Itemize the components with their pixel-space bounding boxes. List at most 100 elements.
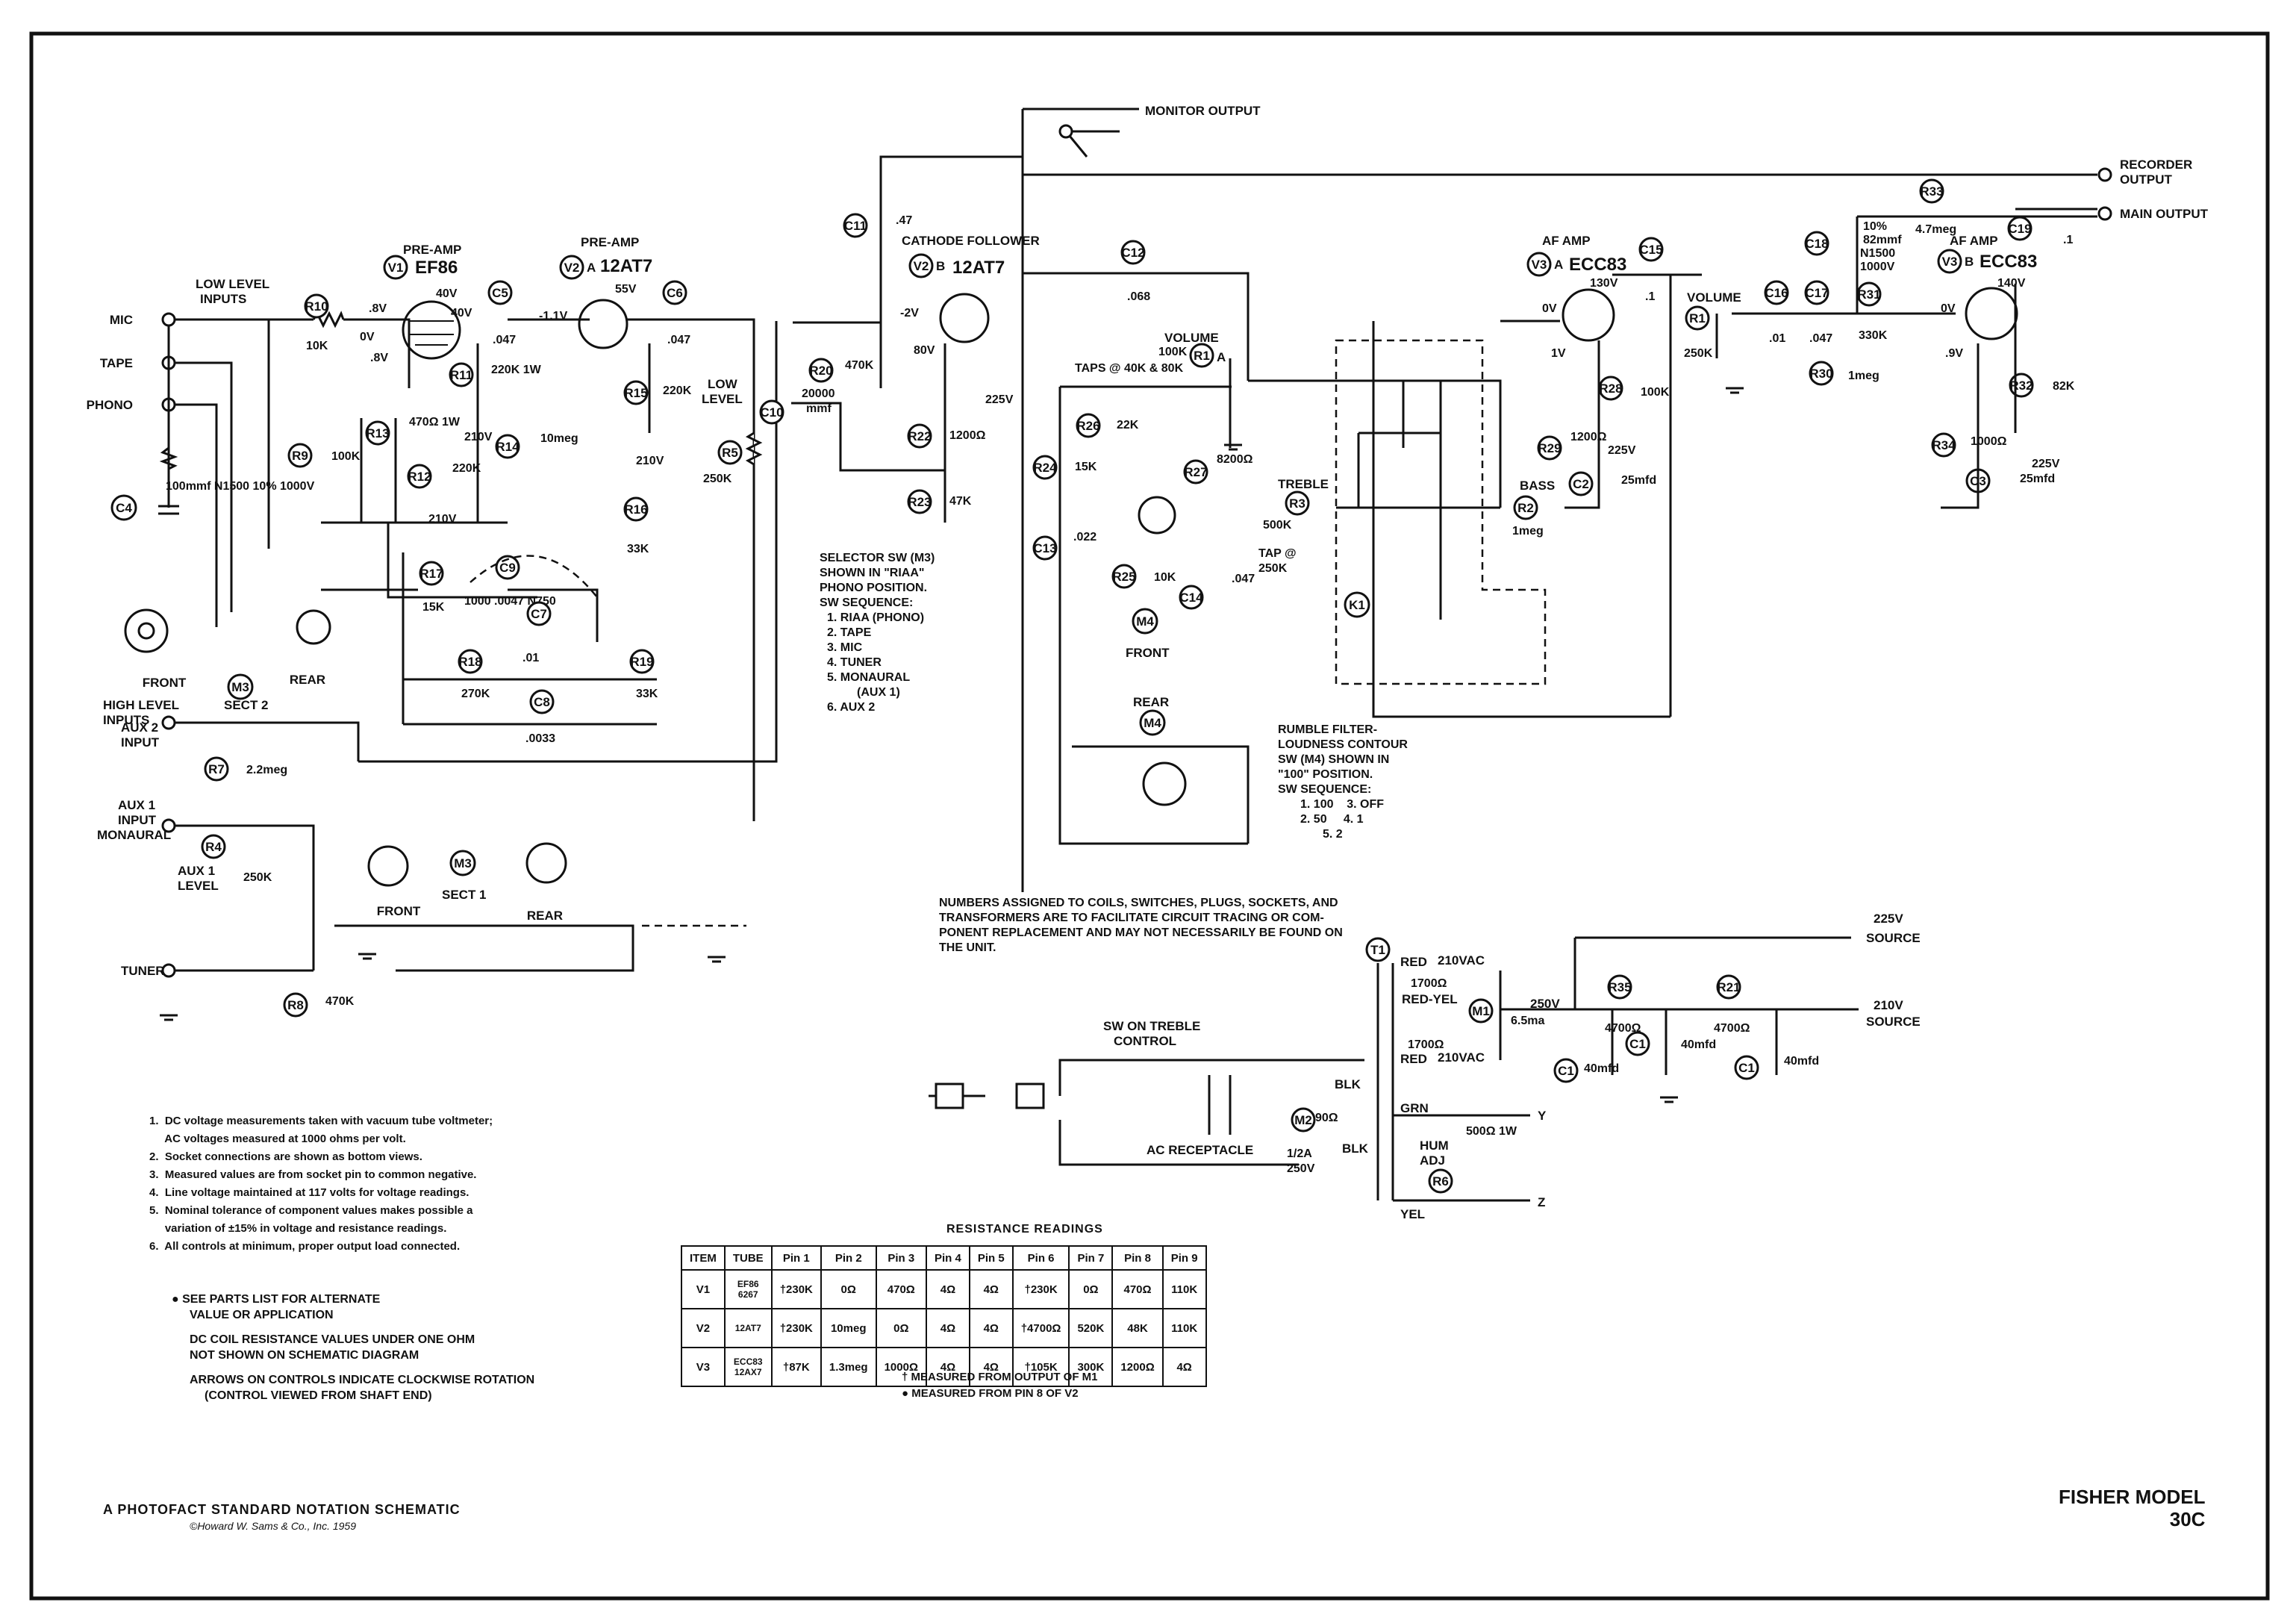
m3-sect1-wires	[334, 924, 634, 972]
r11-value: 220K 1W	[491, 364, 542, 376]
r90-label: 90Ω	[1315, 1112, 1338, 1124]
r6-ref[interactable]	[1428, 1168, 1453, 1194]
t1-core	[1376, 963, 1394, 1200]
m4-rear-rotor[interactable]	[1142, 761, 1187, 806]
table-cell: 1200Ω	[1111, 1347, 1164, 1387]
m4-front-rotor[interactable]	[1138, 496, 1176, 535]
hum-adj-2: ADJ	[1420, 1153, 1445, 1168]
mic-label: MIC	[110, 313, 133, 327]
bass-value: 1meg	[1512, 525, 1544, 538]
m4-rear-wires	[1072, 745, 1250, 844]
selector-note-line: 4. TUNER	[827, 656, 882, 669]
c18-value-2: 82mmf	[1863, 234, 1902, 246]
r20-value: 470K	[845, 359, 874, 372]
rumble-filter-note: RUMBLE FILTER- LOUDNESS CONTOUR SW (M4) …	[1278, 723, 1408, 842]
m3-rear-rotor[interactable]	[296, 609, 331, 645]
ground-marks	[160, 387, 1744, 1103]
note-line: 1. DC voltage measurements taken with va…	[149, 1115, 493, 1127]
monitor-wires	[1021, 108, 1139, 892]
m4-rear-ref-text: M4	[1144, 716, 1161, 730]
c4-value: 100mmf N1500 10% 1000V	[166, 480, 315, 493]
main-jack[interactable]	[2097, 206, 2112, 221]
low-level-word-2: LEVEL	[702, 392, 743, 406]
r24-ref	[1032, 455, 1058, 480]
table-cell: 4Ω	[926, 1308, 970, 1348]
r2-ref[interactable]	[1513, 495, 1538, 520]
caps-note-line: ● SEE PARTS LIST FOR ALTERNATE	[172, 1293, 381, 1306]
c1c-ref-text: C1	[1738, 1061, 1755, 1075]
r4-value: 250K	[243, 871, 272, 884]
note-line: 2. Socket connections are shown as botto…	[149, 1150, 422, 1163]
table-cell: 4Ω	[926, 1269, 970, 1309]
rumble-note-line: 1. 100 3. OFF	[1300, 798, 1385, 811]
r31-ref-text: R31	[1857, 287, 1880, 302]
aux1-level-1: AUX 1	[178, 864, 215, 878]
r5-pot[interactable]	[745, 432, 763, 466]
v2a-envelope	[578, 299, 628, 349]
v2b-envelope	[939, 293, 990, 343]
volume-a-value: 100K	[1158, 346, 1188, 358]
v2b-ref	[908, 253, 934, 278]
src225-2: SOURCE	[1866, 931, 1921, 945]
v1-zero: 0V	[360, 331, 375, 343]
r26-value: 22K	[1117, 419, 1139, 432]
v3a-plate-voltage: 130V	[1590, 277, 1618, 290]
r34-ref	[1931, 432, 1956, 458]
c6-ref-text: C6	[667, 286, 683, 300]
c15-ref-text: C15	[1639, 243, 1662, 257]
sw-on-treble-1: SW ON TREBLE	[1103, 1019, 1200, 1033]
m2-ref-text: M2	[1294, 1113, 1312, 1127]
c13-ref	[1032, 535, 1058, 561]
v2b-cathode-follower: C10 20000 mmf R20 470K C11 .47 CATHODE F…	[759, 155, 1040, 892]
monitor-output[interactable]: MONITOR OUTPUT	[1021, 104, 2097, 892]
r1-ref[interactable]	[1685, 305, 1710, 331]
r19-value: 33K	[636, 688, 658, 700]
r12-ref	[407, 464, 432, 489]
v3a-b-plus: 225V	[1608, 444, 1636, 457]
c19-value: .1	[2063, 234, 2073, 246]
r1a-ref[interactable]	[1189, 343, 1214, 368]
hum-adj-1: HUM	[1420, 1138, 1449, 1153]
monitor-jack[interactable]	[1058, 124, 1073, 139]
v3a-type: ECC83	[1569, 255, 1626, 275]
note-line: 3. Measured values are from socket pin t…	[149, 1168, 477, 1181]
c19-ref-text: C19	[2008, 222, 2031, 236]
v3b-ref-text: V3	[1942, 255, 1958, 269]
yel-label: YEL	[1400, 1207, 1425, 1221]
m3-sect2-switch[interactable]: FRONT M3 SECT 2 REAR	[124, 608, 331, 712]
c18-value-4: 1000V	[1860, 261, 1895, 273]
r1a-section: A	[1217, 350, 1226, 364]
table-cell: 4Ω	[1161, 1347, 1207, 1387]
m3-sect1-rear-rotor[interactable]	[525, 842, 567, 884]
model-title: FISHER MODEL 30C	[2059, 1486, 2205, 1530]
table-header: Pin 2	[820, 1245, 877, 1271]
c5-value: .047	[493, 334, 516, 346]
aux2-label-2: INPUT	[121, 735, 160, 750]
r1a-ref-text: R1	[1194, 349, 1210, 363]
r14-value: 10meg	[540, 432, 578, 445]
m3-sect1-switch[interactable]: FRONT M3 SECT 1 REAR	[334, 842, 746, 972]
ac-plug[interactable]	[935, 1082, 964, 1109]
v3b-ref	[1937, 249, 1962, 274]
red-yel-label: RED-YEL	[1402, 992, 1458, 1006]
v1-function: PRE-AMP	[403, 243, 461, 257]
src210-2: SOURCE	[1866, 1015, 1921, 1029]
table-header: Pin 3	[875, 1245, 928, 1271]
r3-ref[interactable]	[1285, 490, 1310, 516]
c18-ref-text: C18	[1805, 237, 1828, 251]
red-label: RED	[1400, 955, 1427, 969]
rumble-note-line: 5. 2	[1323, 828, 1343, 841]
recorder-jack[interactable]	[2097, 167, 2112, 182]
caps-note-line: NOT SHOWN ON SCHEMATIC DIAGRAM	[190, 1349, 419, 1362]
selector-note-line: SW SEQUENCE:	[820, 596, 914, 609]
m3-sect1-front-rotor[interactable]	[367, 845, 409, 887]
m2-ref	[1291, 1107, 1316, 1133]
low-level-control[interactable]: LOW LEVEL R5 250K	[702, 377, 763, 485]
m4-front-label: FRONT	[1126, 646, 1170, 660]
selector-note-line: 2. TAPE	[827, 626, 872, 639]
table-cell: 1000Ω	[875, 1347, 928, 1387]
note-line: variation of ±15% in voltage and resista…	[149, 1222, 447, 1235]
r21-ref	[1716, 974, 1741, 1000]
v2b-cathode-voltage: 80V	[914, 344, 935, 357]
aux2-label-1: AUX 2	[121, 720, 158, 735]
